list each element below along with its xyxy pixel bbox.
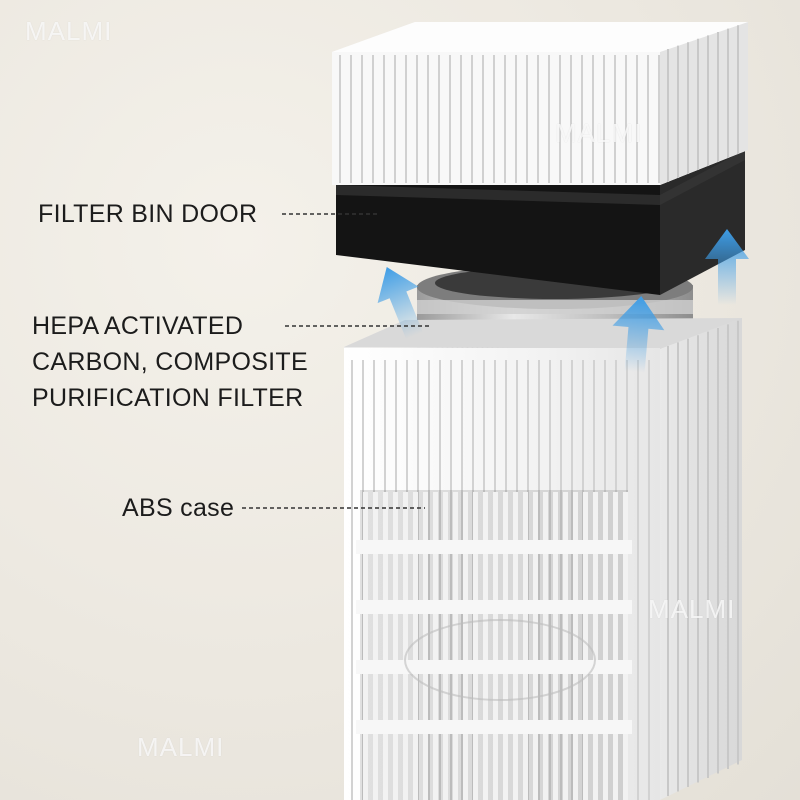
grille-bar — [413, 492, 418, 800]
grille-bar — [613, 492, 618, 800]
grille-bar — [523, 492, 528, 800]
hepa-filter-label-line-2: CARBON, COMPOSITE — [32, 348, 308, 376]
grille-bar — [383, 492, 388, 800]
grille-bar — [403, 492, 408, 800]
grille-bar — [563, 492, 568, 800]
grille-bar — [443, 492, 448, 800]
filter-bin-door-label: FILTER BIN DOOR — [38, 200, 258, 228]
abs-case-label: ABS case — [122, 494, 235, 522]
grille-bar — [583, 492, 588, 800]
watermark-bottom-left: MALMI — [137, 732, 225, 762]
grille-crossbar — [356, 540, 632, 554]
abs-case — [344, 318, 742, 800]
grille-bar — [553, 492, 558, 800]
hepa-filter-label-line-1: HEPA ACTIVATED — [32, 312, 244, 340]
grille-bar — [603, 492, 608, 800]
grille-bar — [423, 492, 428, 800]
airflow-arrows — [377, 229, 749, 373]
hepa-filter-label-line-3: PURIFICATION FILTER — [32, 384, 304, 412]
airflow-arrow-right — [705, 229, 749, 305]
grille-crossbar — [356, 600, 632, 614]
airflow-arrow-center — [612, 296, 665, 373]
grille-bar — [573, 492, 578, 800]
grille-bar — [473, 492, 478, 800]
filter-bin-door — [332, 22, 748, 295]
grille-crossbar — [356, 660, 632, 674]
airflow-arrow-left — [377, 267, 423, 340]
grille-bar — [373, 492, 378, 800]
grille-bar — [463, 492, 468, 800]
grille-bar — [393, 492, 398, 800]
grille-bar — [593, 492, 598, 800]
watermark-mid-right: MALMI — [648, 594, 736, 624]
grille-bar — [483, 492, 488, 800]
grille-bar — [623, 492, 628, 800]
grille-bar — [363, 492, 368, 800]
grille-bar — [493, 492, 498, 800]
grille-bar — [533, 492, 538, 800]
grille-bar — [503, 492, 508, 800]
grille-bar — [433, 492, 438, 800]
callout-lines — [242, 213, 432, 509]
grille-crossbar — [356, 720, 632, 734]
watermark-top-left: MALMI — [25, 16, 113, 46]
grille-bar — [453, 492, 458, 800]
grille-bar — [543, 492, 548, 800]
grille-bar — [513, 492, 518, 800]
hepa-filter-label: HEPA ACTIVATED CARBON, COMPOSITE PURIFIC… — [32, 308, 308, 416]
watermark-top-right: MALMI — [555, 118, 643, 148]
